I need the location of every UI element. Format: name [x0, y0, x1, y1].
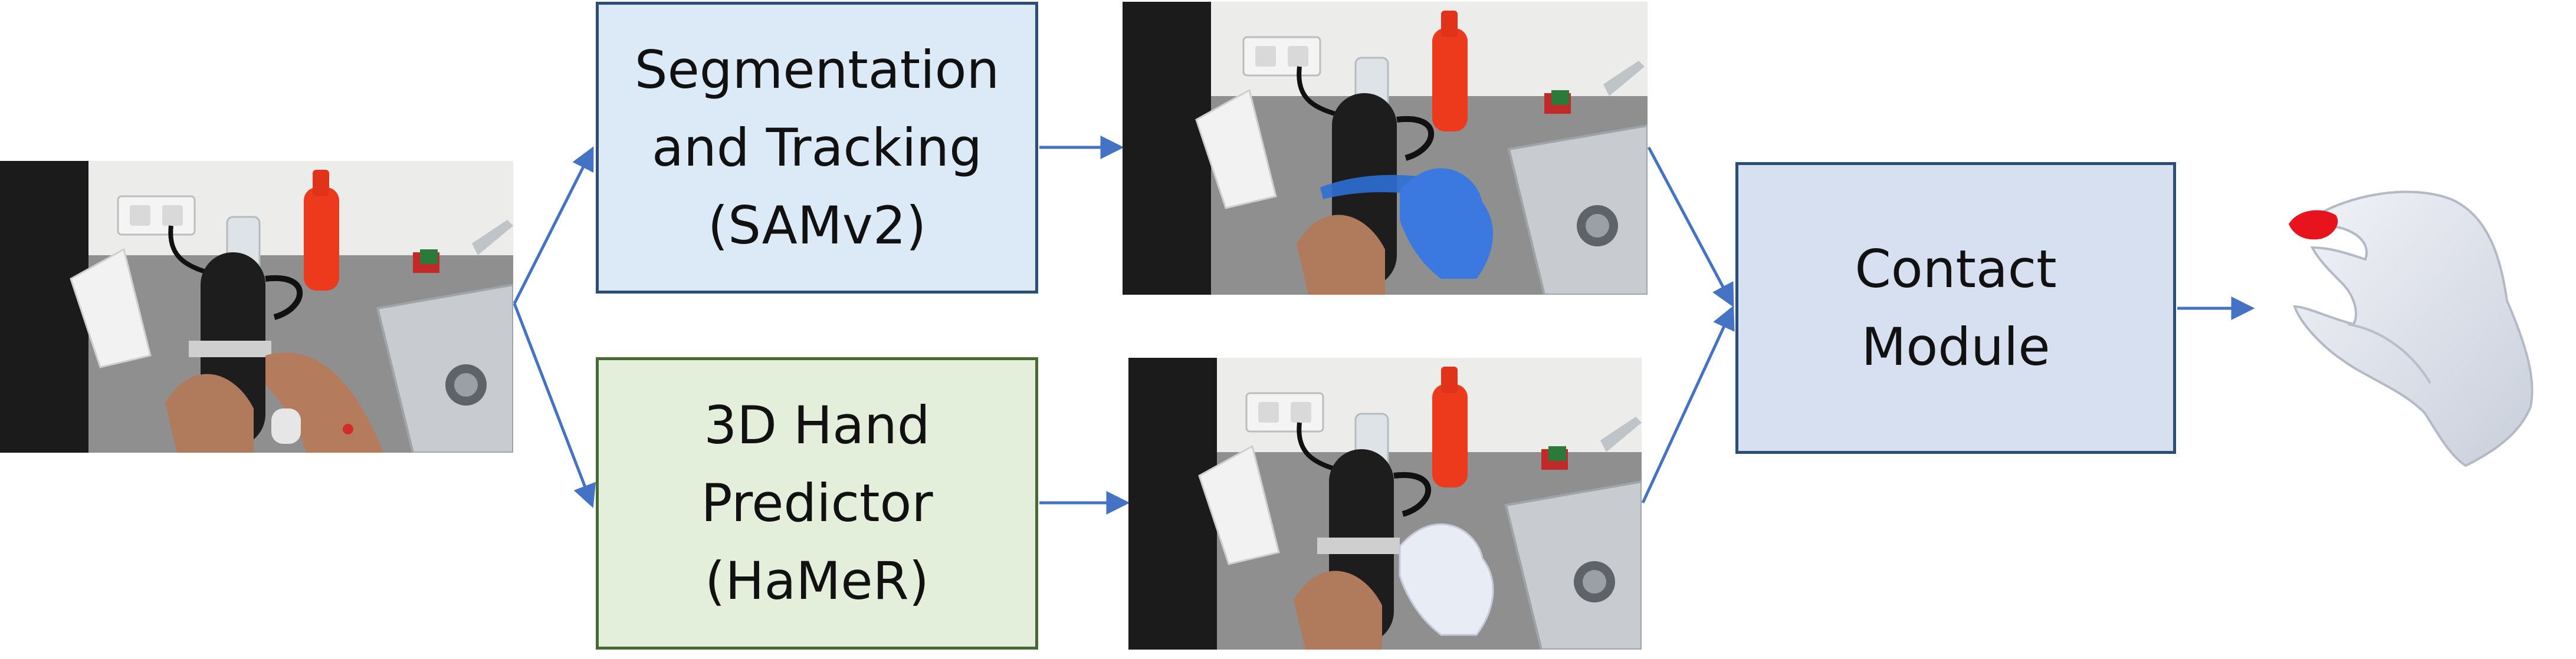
hand-predictor-label: 3D Hand Predictor (HaMeR) — [701, 395, 933, 611]
contact-region-red — [2289, 210, 2338, 240]
arrow-seg-frame-to-contact — [1647, 146, 1734, 308]
hand-predictor-node: 3D Hand Predictor (HaMeR) — [596, 357, 1038, 650]
arrow-hand-frame-to-contact — [1641, 305, 1735, 504]
hand-predictor-output-image — [1128, 358, 1642, 650]
contact-module-label: Contact Module — [1855, 238, 2057, 377]
white-3d-hand — [1399, 523, 1494, 636]
blue-hand-mask — [1400, 168, 1494, 279]
segmentation-output-image — [1123, 2, 1648, 295]
hand-mesh — [2293, 190, 2534, 467]
contact-hand-output-image — [2289, 190, 2534, 467]
input-frame-image — [0, 161, 513, 453]
arrow-input-to-segmentation — [513, 146, 594, 305]
segmentation-tracking-node: Segmentation and Tracking (SAMv2) — [596, 2, 1038, 294]
segmentation-label: Segmentation and Tracking (SAMv2) — [634, 39, 1000, 256]
contact-module-node: Contact Module — [1735, 162, 2176, 454]
arrow-input-to-hand-predictor — [513, 303, 596, 508]
